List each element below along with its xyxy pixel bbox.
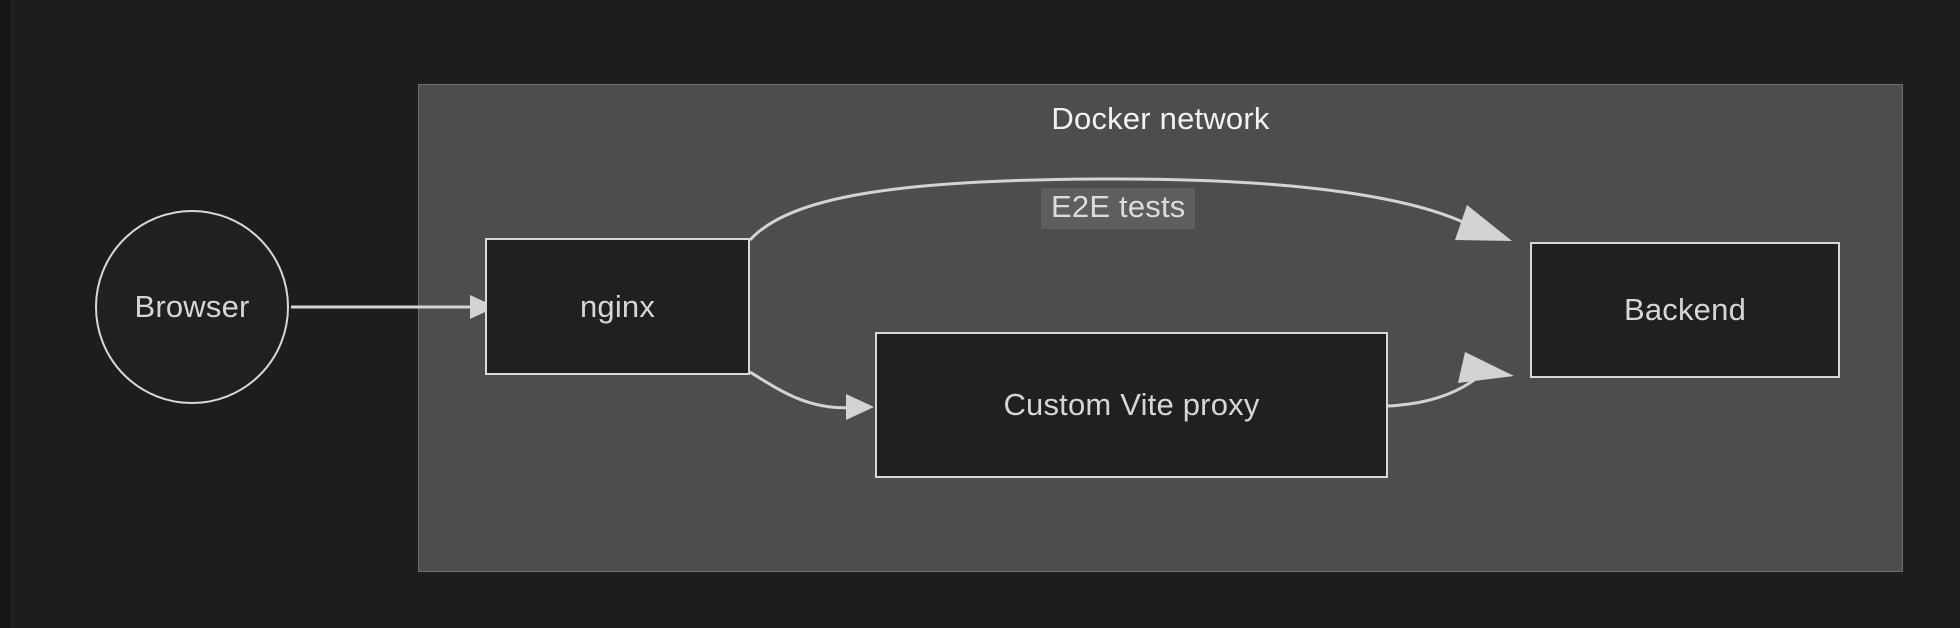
node-browser[interactable]: Browser <box>95 210 289 404</box>
edge-label-e2e-tests: E2E tests <box>1041 188 1196 229</box>
node-backend-label: Backend <box>1623 292 1747 327</box>
node-custom-vite-proxy-label: Custom Vite proxy <box>1003 387 1260 422</box>
node-browser-label: Browser <box>134 289 250 324</box>
left-edge-gutter <box>0 0 10 628</box>
node-custom-vite-proxy[interactable]: Custom Vite proxy <box>875 332 1388 478</box>
docker-network-title: Docker network <box>1051 101 1270 136</box>
node-nginx-label: nginx <box>579 288 656 324</box>
node-nginx[interactable]: nginx <box>485 238 750 375</box>
node-backend[interactable]: Backend <box>1530 242 1840 378</box>
